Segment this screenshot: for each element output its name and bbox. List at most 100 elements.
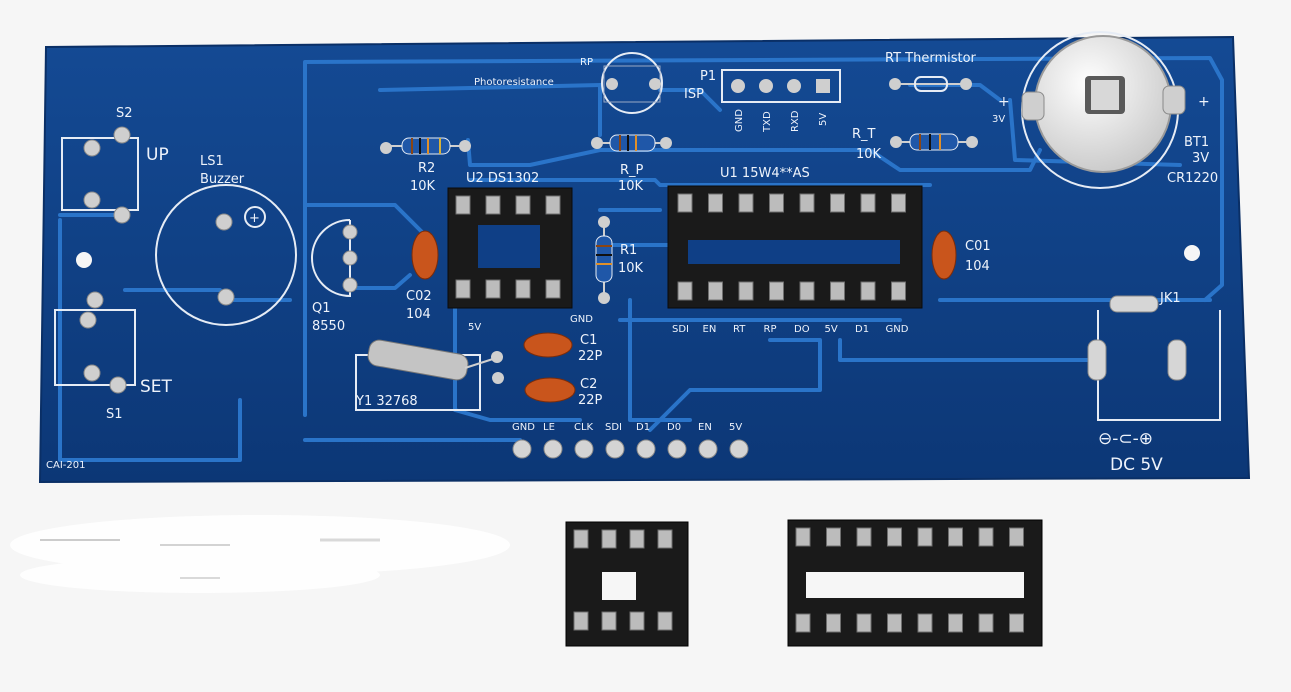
capacitor-c01 [931, 230, 957, 280]
label-jk1: JK1 [1159, 291, 1181, 306]
header-pin-label: D1 [636, 422, 650, 433]
socket-pin [601, 611, 617, 631]
header-pin-label: CLK [574, 422, 594, 433]
socket-pin [826, 613, 841, 633]
header-pin-label: LE [543, 422, 555, 433]
socket-pin [891, 193, 906, 213]
socket-pin [978, 613, 994, 633]
socket-pin [708, 193, 723, 213]
isp-pin-rxd: RXD [790, 110, 801, 132]
capacitor-c02 [411, 230, 439, 280]
socket-pin [677, 281, 693, 301]
label-u2: U2 DS1302 [466, 171, 539, 186]
socket-pin [856, 527, 872, 547]
socket-pin [657, 529, 673, 549]
socket-pin [799, 281, 815, 301]
socket-pin [795, 527, 811, 547]
label-set: SET [140, 377, 173, 397]
switch-set-outline [54, 291, 136, 394]
socket-pin [917, 527, 933, 547]
socket-pin [799, 193, 815, 213]
socket-pin [677, 193, 693, 213]
label-dc-5v: DC 5V [1110, 455, 1163, 475]
thermistor-rt [889, 76, 972, 92]
socket-u2-dip8 [447, 187, 573, 309]
label-r2-value: 10K [410, 179, 436, 194]
header-pad [729, 439, 749, 459]
label-q1-part: 8550 [312, 319, 345, 334]
header-pad [512, 439, 532, 459]
label-s1: S1 [106, 407, 123, 422]
socket-pin [826, 527, 841, 547]
socket-pin [830, 193, 845, 213]
socket-pin [917, 613, 933, 633]
u1-pin-label: RT [733, 324, 746, 335]
socket-u1-dip16 [667, 185, 923, 309]
buzzer-footprint: + [155, 184, 297, 326]
socket-pin [629, 611, 645, 631]
socket-pin [629, 529, 645, 549]
socket-pin [830, 281, 845, 301]
label-batt-plus-left: + [998, 94, 1010, 110]
label-c2: C2 [580, 377, 597, 392]
label-rp2-value: 10K [618, 179, 644, 194]
socket-pin [948, 527, 963, 547]
isp-pin-gnd: GND [734, 109, 745, 132]
socket-pin [515, 195, 531, 215]
header-pad [667, 439, 687, 459]
u1-pin-label: 5V [825, 324, 838, 335]
capacitor-c1 [491, 332, 573, 363]
header-pad [543, 439, 563, 459]
capacitor-c2 [492, 372, 576, 403]
label-s2: S2 [116, 106, 133, 121]
u1-pin-label: GND [886, 324, 909, 335]
header-pad [636, 439, 656, 459]
socket-pin [860, 193, 876, 213]
socket-pin [948, 613, 963, 633]
u1-pin-label: SDI [672, 324, 689, 335]
loose-socket-dip8 [565, 521, 689, 647]
socket-pin [856, 613, 872, 633]
label-q1: Q1 [312, 301, 331, 316]
isp-header-p1 [721, 69, 841, 103]
dc-jack-jk1 [1087, 295, 1221, 421]
header-pin-label: EN [698, 422, 712, 433]
socket-pin [860, 281, 876, 301]
label-c01-value: 104 [965, 259, 990, 274]
label-c02-value: 104 [406, 307, 431, 322]
header-pad [605, 439, 625, 459]
mounting-hole-left [76, 252, 92, 268]
label-c02: C02 [406, 289, 432, 304]
label-ls1: LS1 [200, 154, 224, 169]
label-bt1-part: CR1220 [1167, 171, 1218, 186]
socket-pin [1009, 613, 1024, 633]
label-photoresistance: Photoresistance [474, 77, 554, 88]
label-rp2: R_P [620, 163, 644, 178]
socket-pin [485, 195, 501, 215]
mounting-hole-right [1184, 245, 1200, 261]
label-c1-value: 22P [578, 349, 603, 364]
socket-pin [738, 281, 754, 301]
label-r1: R1 [620, 243, 637, 258]
label-c2-value: 22P [578, 393, 603, 408]
label-c01: C01 [965, 239, 991, 254]
isp-pin-5v: 5V [818, 113, 829, 126]
header-pad [574, 439, 594, 459]
label-rt2: R_T [852, 127, 876, 142]
socket-pin [887, 527, 902, 547]
label-c1: C1 [580, 333, 597, 348]
socket-pin [978, 527, 994, 547]
header-pin-label: 5V [729, 422, 742, 433]
label-board-id: CAI-201 [46, 460, 85, 471]
header-pin-label: GND [512, 422, 535, 433]
resistor-r1 [595, 216, 613, 304]
socket-pin [738, 193, 754, 213]
socket-pin [545, 195, 561, 215]
battery-holder-bt1 [1021, 31, 1186, 189]
socket-pin [1009, 527, 1024, 547]
resistor-rp [591, 134, 672, 152]
label-bt1: BT1 [1184, 135, 1209, 150]
svg-text:+: + [249, 211, 260, 226]
